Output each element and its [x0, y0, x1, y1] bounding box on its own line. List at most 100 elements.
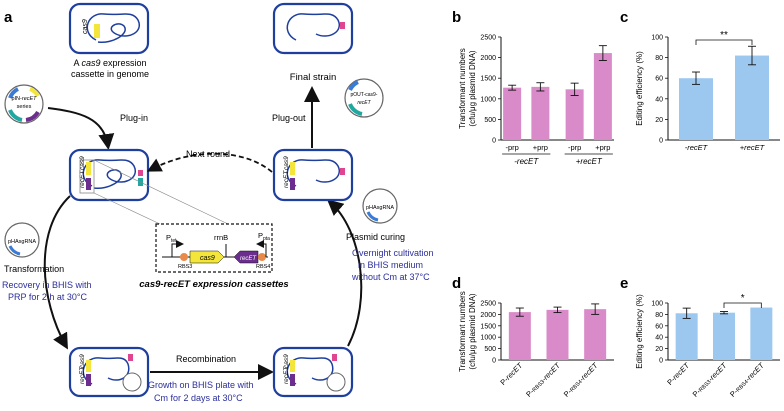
rrnb-label: rrnB — [214, 233, 228, 242]
panel-c-label: c — [620, 9, 628, 26]
plug-in-label: Plug-in — [120, 113, 148, 123]
cell-recombined: cas9 recET — [272, 346, 354, 398]
promoter-left-label: Ptet — [166, 233, 177, 244]
recet-gene-label: recET — [283, 170, 290, 188]
category-label: P-RBS4-recET — [728, 360, 767, 399]
plasmid-ring — [344, 78, 384, 118]
intracellular-plasmid — [326, 372, 346, 392]
category-label: P-recET — [665, 360, 692, 387]
pink-marker-block — [340, 168, 345, 175]
category-label: +recET — [740, 143, 766, 152]
y-axis-label: Transformant numbers — [458, 291, 467, 372]
y-axis-label: Transformant numbers — [458, 48, 467, 129]
pink-marker-block — [332, 354, 337, 361]
transformation-label: Transformation — [4, 264, 64, 274]
plasmid-marker-blue — [366, 211, 379, 222]
recet-arrow — [233, 250, 259, 264]
cas9-gene-block — [290, 360, 295, 372]
category-label: P-RBS3-recET — [524, 360, 563, 399]
intracellular-plasmid — [122, 372, 142, 392]
promoter-right-label: Ppta — [258, 231, 270, 242]
cas9-gene-label: cas9 — [79, 354, 86, 368]
pin-recet-plasmid: pIN-recET series — [4, 84, 44, 124]
recet-arrow-label: recET — [240, 256, 257, 262]
overnight-line3: without Cm at 37°C — [351, 272, 430, 282]
panel-b-label: b — [452, 9, 461, 26]
genome-caption-line2: cassette in genome — [71, 69, 149, 79]
promoter-right-arrow — [256, 240, 267, 257]
cas9-gene-label: cas9 — [82, 19, 89, 34]
bar — [735, 55, 769, 140]
zoom-line — [93, 192, 161, 225]
y-tick-label: 1500 — [480, 76, 496, 83]
panel-e-label: e — [620, 275, 628, 292]
cassette-outline — [155, 223, 273, 273]
y-tick-label: 100 — [651, 301, 663, 308]
cell-edited: cas9 recET — [272, 148, 354, 202]
recet-gene-block — [290, 178, 295, 190]
phasgrna-plasmid-right: pHAsgRNA — [362, 188, 398, 224]
pin-label-2: series — [17, 104, 32, 110]
y-tick-label: 2000 — [480, 312, 496, 319]
panel-a: a cas9 A cas9 expression cassette in gen… — [2, 2, 434, 403]
chromosome-loop — [82, 159, 137, 189]
y-tick-label: 1000 — [480, 335, 496, 342]
y-tick-label: 20 — [655, 117, 663, 124]
phasgrna-plasmid-left: pHAsgRNA — [4, 222, 40, 258]
category-label: -prp — [568, 143, 581, 152]
cas9-gene-label: cas9 — [79, 156, 86, 170]
y-tick-label: 20 — [655, 346, 663, 353]
panel-a-label: a — [4, 9, 13, 26]
plasmid-marker-green — [348, 103, 363, 116]
cell-with-plasmid: cas9 recET — [68, 148, 150, 202]
category-label: -recET — [685, 143, 709, 152]
y-tick-label: 1000 — [480, 96, 496, 103]
rbs3-circle — [180, 253, 188, 261]
category-label: P-RBS4-recET — [562, 360, 601, 399]
bar — [565, 89, 584, 140]
bar — [546, 309, 569, 360]
plasmid-ring — [4, 222, 40, 258]
zoom-line — [93, 159, 229, 225]
recovery-line2: PRP for 2 h at 30°C — [8, 292, 87, 302]
plasmid-ring — [4, 84, 44, 124]
pout-label-2: recET — [357, 100, 371, 106]
y-tick-label: 60 — [655, 323, 663, 330]
category-label: +prp — [533, 143, 548, 152]
plasmid-marker-blue — [8, 245, 21, 256]
genome-caption-line1: A cas9 expression — [73, 58, 146, 68]
bar — [593, 53, 612, 140]
growth-line2: Cm for 2 days at 30°C — [154, 393, 243, 403]
cell-outline — [68, 2, 150, 55]
plasmid-marker-purple — [25, 110, 40, 122]
y-tick-label: 500 — [484, 346, 496, 353]
y-tick-label: 40 — [655, 335, 663, 342]
chromosome-loop — [286, 159, 341, 187]
plug-out-label: Plug-out — [272, 113, 306, 123]
plasmid-marker-blue — [348, 80, 359, 91]
cell-final — [272, 2, 354, 55]
y-axis-label: Editing efficiency (%) — [635, 294, 644, 369]
plasmid-curing-arrow — [326, 199, 363, 347]
group-label: +recET — [576, 157, 603, 166]
significance-label: ** — [720, 30, 728, 41]
chromosome-loop — [86, 13, 141, 43]
transformation-arrow — [43, 195, 71, 350]
y-tick-label: 1500 — [480, 323, 496, 330]
category-label: -prp — [505, 143, 518, 152]
recet-gene-label: recET — [283, 366, 290, 384]
y-axis-label: (cfu/μg plasmid DNA) — [468, 293, 477, 370]
recet-gene-block — [86, 178, 91, 190]
recet-gene-label: recET — [79, 170, 86, 188]
next-round-label: Next round — [186, 149, 230, 159]
cas9-gene-label: cas9 — [283, 354, 290, 368]
bar — [503, 87, 522, 140]
cas9-gene-block — [290, 162, 295, 175]
final-strain-label: Final strain — [290, 72, 336, 83]
y-tick-label: 2500 — [480, 301, 496, 308]
next-round-arrow — [146, 152, 273, 173]
y-tick-label: 2000 — [480, 55, 496, 62]
